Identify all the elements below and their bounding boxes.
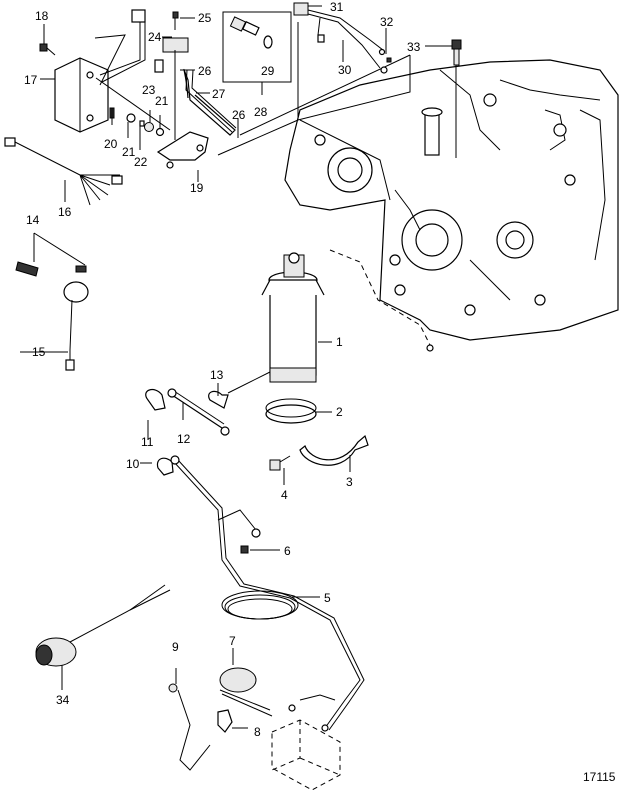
screw-32 <box>386 57 392 63</box>
grommet <box>144 122 154 132</box>
dashed-guide <box>329 249 431 346</box>
callout-14: 14 <box>26 213 40 227</box>
connector <box>131 9 146 23</box>
callout-labels: 1 2 3 4 5 6 7 8 9 10 11 12 13 14 15 16 1… <box>24 0 421 739</box>
callout-6: 6 <box>284 544 291 558</box>
washer <box>126 113 136 123</box>
clamp-bolt <box>269 455 291 471</box>
callout-21b: 21 <box>155 94 169 108</box>
callout-33: 33 <box>407 40 421 54</box>
callout-26a: 26 <box>198 64 212 78</box>
callout-3: 3 <box>346 475 353 489</box>
callout-20: 20 <box>104 137 118 151</box>
spacer <box>139 120 145 127</box>
connector <box>317 34 325 43</box>
callout-9: 9 <box>172 640 179 654</box>
callout-28: 28 <box>254 105 268 119</box>
callout-21a: 21 <box>122 145 136 159</box>
figure-id: 17115 <box>583 770 616 784</box>
callout-8: 8 <box>254 725 261 739</box>
callout-7: 7 <box>229 634 236 648</box>
neutral-switch <box>15 261 89 371</box>
callout-4: 4 <box>281 488 288 502</box>
o-ring <box>263 35 273 49</box>
callout-15: 15 <box>32 345 46 359</box>
sensor <box>229 16 260 36</box>
wiring-harness <box>4 137 123 206</box>
starter-clamp <box>299 434 369 466</box>
callout-16: 16 <box>58 205 72 219</box>
leader-lines <box>20 5 452 729</box>
sensor-kit-box <box>222 11 292 83</box>
callout-32: 32 <box>380 15 394 29</box>
terminal-boot-10 <box>156 457 174 476</box>
starter-solenoid <box>219 667 273 717</box>
solenoid-bracket <box>217 709 233 733</box>
leader-line <box>227 371 271 394</box>
callout-31: 31 <box>330 0 344 14</box>
hose <box>183 68 236 136</box>
mounting-bracket <box>156 131 209 161</box>
callout-19: 19 <box>190 181 204 195</box>
callout-22: 22 <box>134 155 148 169</box>
callout-13: 13 <box>210 368 224 382</box>
callout-5: 5 <box>324 591 331 605</box>
callout-11: 11 <box>141 435 154 449</box>
callout-10: 10 <box>126 457 140 471</box>
starter-motor <box>261 252 325 383</box>
rectifier-regulator <box>54 57 109 133</box>
terminal-boot-13 <box>208 390 229 409</box>
relay <box>293 2 309 16</box>
callout-29: 29 <box>261 64 275 78</box>
connector <box>154 59 164 73</box>
callout-2: 2 <box>336 405 343 419</box>
callout-34: 34 <box>56 693 70 707</box>
engine-block <box>284 59 619 352</box>
sensor-body <box>162 37 189 53</box>
ground-lead <box>168 683 211 771</box>
starter-band <box>265 398 317 424</box>
callout-23: 23 <box>142 83 156 97</box>
starter-cable <box>171 394 223 429</box>
screw-18 <box>39 43 56 56</box>
bolt-33 <box>451 39 462 66</box>
terminal-boot-11 <box>145 388 166 411</box>
push-button-switch <box>35 584 171 667</box>
callout-18: 18 <box>35 9 49 23</box>
leader-frame <box>297 22 411 121</box>
callout-12: 12 <box>177 432 191 446</box>
callout-17: 17 <box>24 73 38 87</box>
callout-25: 25 <box>198 11 212 25</box>
ground-screw <box>240 545 249 554</box>
battery <box>271 719 341 790</box>
screw-25 <box>172 11 179 19</box>
callout-1: 1 <box>336 335 343 349</box>
washer <box>155 127 165 137</box>
leader-line <box>217 119 299 156</box>
callout-24: 24 <box>148 30 162 44</box>
callout-26b: 26 <box>232 108 246 122</box>
battery-cable-assembly <box>170 455 365 732</box>
callout-27: 27 <box>212 87 226 101</box>
callout-30: 30 <box>338 63 352 77</box>
